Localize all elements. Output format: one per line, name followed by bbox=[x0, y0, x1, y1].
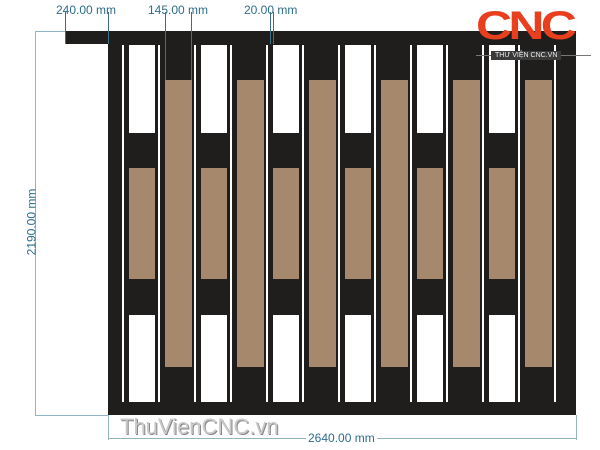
upper-window bbox=[273, 45, 299, 133]
tall-wood-bar bbox=[165, 80, 192, 367]
top-left-width-label: 240.00 mm bbox=[56, 3, 117, 17]
thin-slot bbox=[266, 45, 268, 402]
thin-slot bbox=[374, 45, 376, 402]
height-dimension-label: 2190.00 mm bbox=[24, 188, 39, 256]
lower-window bbox=[417, 315, 443, 402]
bar-dim-ext-a bbox=[165, 12, 166, 80]
upper-window bbox=[417, 45, 443, 133]
short-wood-bar bbox=[417, 168, 443, 279]
thin-slot bbox=[410, 45, 412, 402]
gap-dim-ext-b bbox=[273, 12, 274, 44]
width-dimension-label: 2640.00 mm bbox=[306, 431, 377, 445]
bar-width-label: 145.00 mm bbox=[148, 3, 209, 17]
thin-slot bbox=[446, 45, 448, 402]
width-extension-right bbox=[576, 415, 577, 440]
top-left-dim-ext-b bbox=[108, 12, 109, 44]
thin-slot bbox=[338, 45, 340, 402]
top-left-dim-ext-a bbox=[65, 12, 66, 44]
upper-window bbox=[345, 45, 371, 133]
height-extension-top bbox=[35, 31, 65, 32]
lower-window bbox=[273, 315, 299, 402]
tall-wood-bar bbox=[525, 80, 552, 367]
logo-subtitle: THƯ VIỆN CNC.VN bbox=[491, 51, 562, 60]
height-dimension-line bbox=[35, 31, 36, 415]
lower-window bbox=[129, 315, 155, 402]
thin-slot bbox=[158, 45, 160, 402]
short-wood-bar bbox=[201, 168, 227, 279]
lower-window bbox=[489, 315, 515, 402]
upper-window bbox=[201, 45, 227, 133]
logo-text: CNC bbox=[476, 4, 577, 48]
thin-slot bbox=[122, 45, 124, 402]
watermark: ThuVienCNC.vn bbox=[120, 414, 279, 439]
gap-width-label: 20.00 mm bbox=[244, 3, 298, 17]
short-wood-bar bbox=[273, 168, 299, 279]
thin-slot bbox=[194, 45, 196, 402]
gap-dim-ext-a bbox=[270, 12, 271, 44]
thin-slot bbox=[554, 45, 556, 402]
upper-window bbox=[129, 45, 155, 133]
short-wood-bar bbox=[129, 168, 155, 279]
short-wood-bar bbox=[345, 168, 371, 279]
bar-dim-ext-b bbox=[191, 12, 192, 80]
tall-wood-bar bbox=[381, 80, 408, 367]
thin-slot bbox=[230, 45, 232, 402]
height-extension-bottom bbox=[35, 415, 108, 416]
tall-wood-bar bbox=[309, 80, 336, 367]
thin-slot bbox=[518, 45, 520, 402]
tall-wood-bar bbox=[237, 80, 264, 367]
lower-window bbox=[345, 315, 371, 402]
thin-slot bbox=[482, 45, 484, 402]
logo: CNC THƯ VIỆN CNC.VN bbox=[476, 6, 591, 62]
width-extension-left bbox=[108, 415, 109, 440]
thin-slot bbox=[302, 45, 304, 402]
tall-wood-bar bbox=[453, 80, 480, 367]
lower-window bbox=[201, 315, 227, 402]
short-wood-bar bbox=[489, 168, 515, 279]
